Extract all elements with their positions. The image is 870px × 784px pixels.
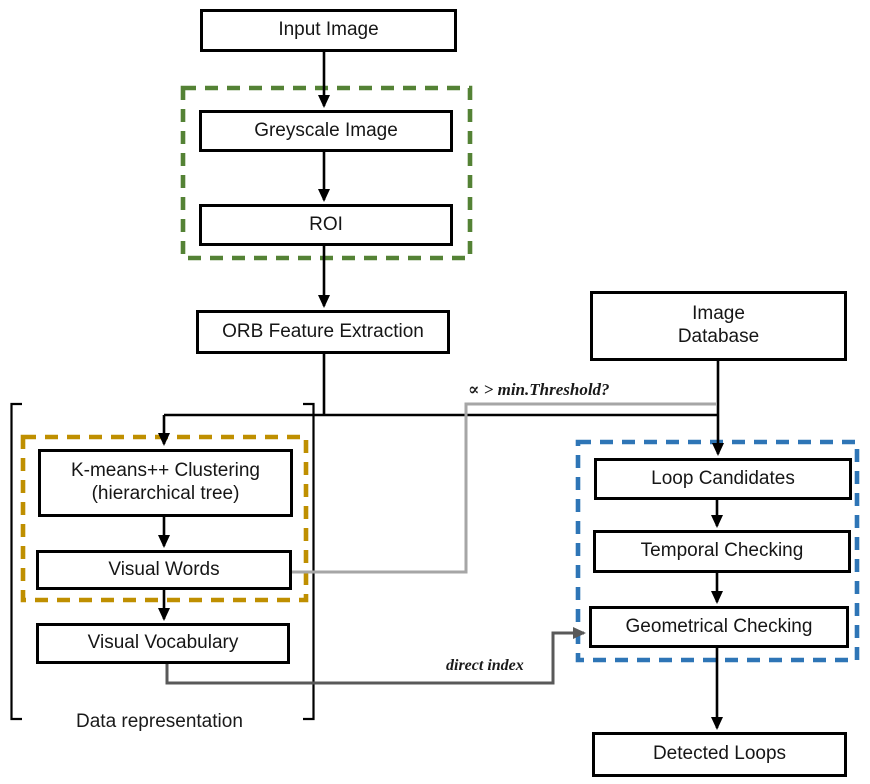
node-visual-words: Visual Words [36,550,292,590]
node-greyscale-image-label: Greyscale Image [254,119,398,141]
threshold-condition-label: ∝ > min.Threshold? [468,380,610,399]
direct-index-label: direct index [446,657,524,674]
node-image-database: Image Database [590,291,847,361]
node-visual-vocabulary-label: Visual Vocabulary [87,632,239,654]
edge-direct-index [165,627,586,685]
node-visual-vocabulary: Visual Vocabulary [36,623,290,664]
node-greyscale-image: Greyscale Image [199,110,453,152]
node-loop-candidates-label: Loop Candidates [651,467,795,489]
node-input-image: Input Image [200,9,457,52]
node-temporal-checking: Temporal Checking [593,530,851,573]
node-image-database-line1: Image [692,303,745,325]
node-visual-words-label: Visual Words [108,558,220,580]
node-orb-label: ORB Feature Extraction [222,320,424,342]
data-representation-label: Data representation [76,711,243,732]
node-kmeans-line1: K-means++ Clustering [70,460,261,482]
node-image-database-line2: Database [677,326,760,347]
node-temporal-checking-label: Temporal Checking [640,540,804,562]
node-roi-label: ROI [309,213,343,235]
preprocessing-group-border [180,85,473,261]
edge-orb-junction [164,354,718,417]
node-geometrical-checking-label: Geometrical Checking [625,615,813,637]
left-bracket [10,402,22,721]
node-orb-feature-extraction: ORB Feature Extraction [196,310,450,354]
node-kmeans-line2: (hierarchical tree) [91,483,240,504]
edge-visual-words-threshold [292,402,716,574]
right-bracket [303,402,315,721]
node-roi: ROI [199,204,453,246]
node-loop-candidates: Loop Candidates [594,458,852,500]
node-input-image-label: Input Image [278,19,379,41]
node-geometrical-checking: Geometrical Checking [589,606,849,648]
node-kmeans-clustering: K-means++ Clustering (hierarchical tree) [38,449,293,517]
node-detected-loops-label: Detected Loops [652,743,787,765]
node-detected-loops: Detected Loops [592,732,847,777]
